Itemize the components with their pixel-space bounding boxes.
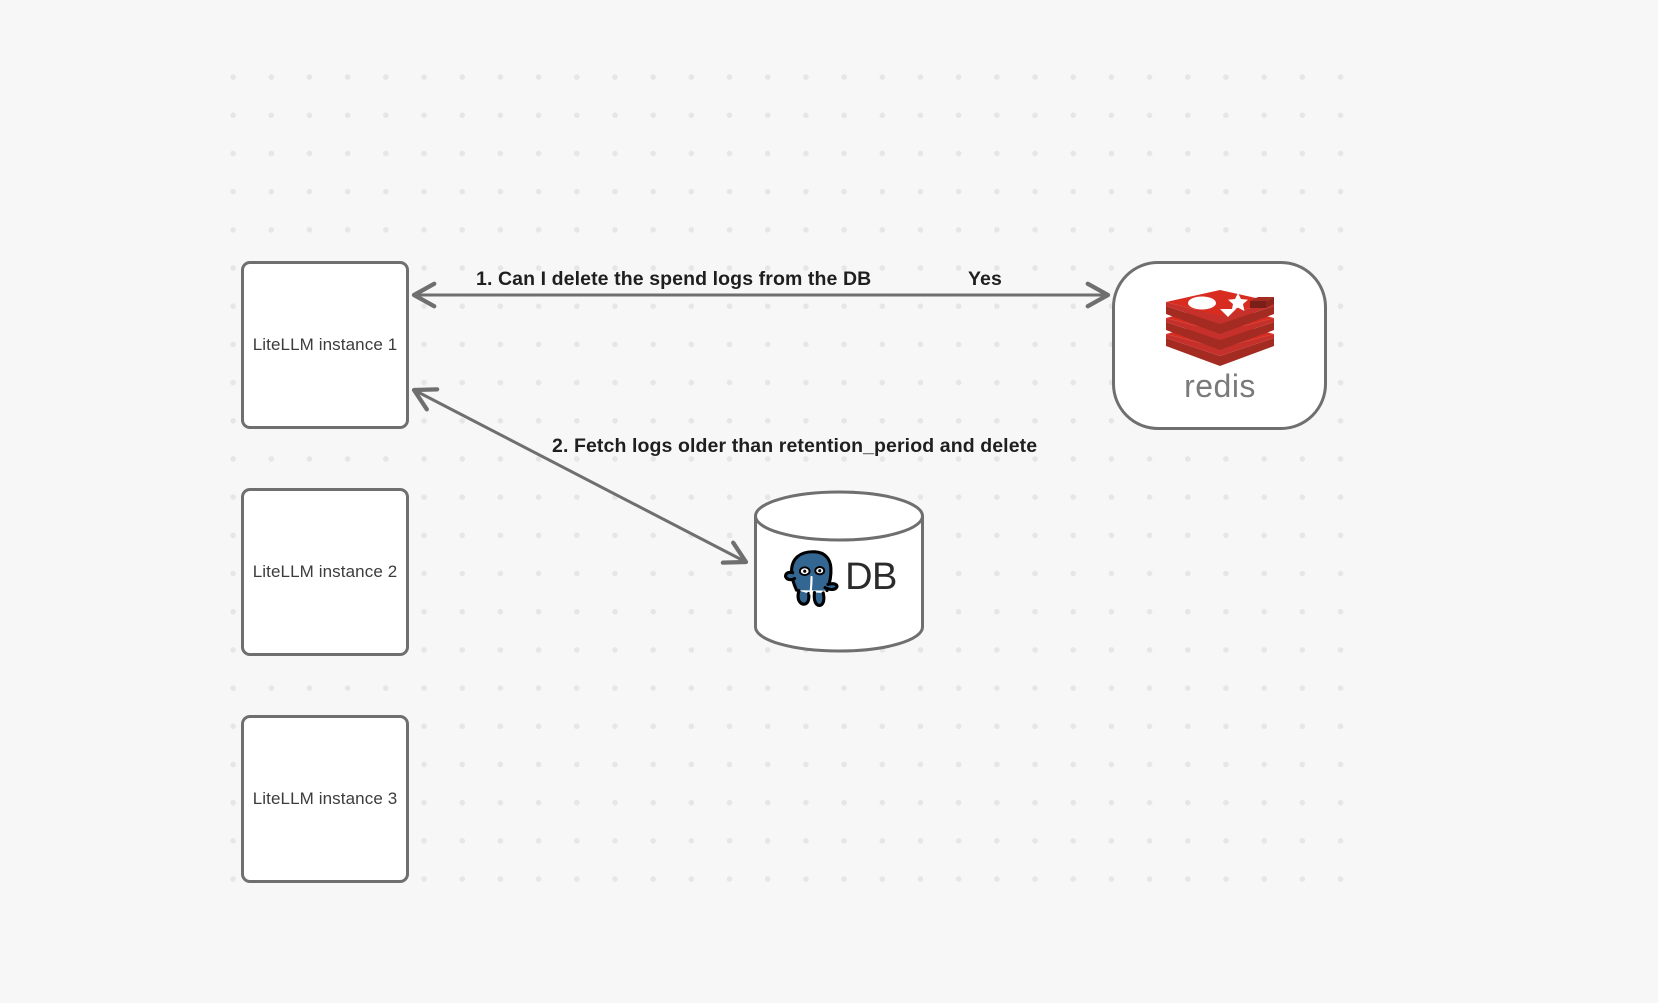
- edge-instance1-db: [411, 387, 749, 565]
- node-label: LiteLLM instance 1: [252, 335, 398, 354]
- node-litellm-instance-1[interactable]: LiteLLM instance 1: [241, 261, 409, 429]
- node-litellm-instance-2[interactable]: LiteLLM instance 2: [241, 488, 409, 656]
- node-label: LiteLLM instance 2: [252, 562, 398, 581]
- node-litellm-instance-3[interactable]: LiteLLM instance 3: [241, 715, 409, 883]
- node-database[interactable]: DB: [753, 490, 925, 653]
- node-redis[interactable]: redis: [1112, 261, 1327, 430]
- edge-label-step-1: 1. Can I delete the spend logs from the …: [476, 268, 872, 290]
- redis-logo-icon: redis: [1165, 289, 1274, 402]
- svg-text:redis: redis: [1184, 368, 1256, 402]
- node-label: LiteLLM instance 3: [252, 789, 398, 808]
- edge-label-step-1-response: Yes: [968, 268, 1002, 290]
- cylinder-shape: [754, 490, 924, 653]
- db-logo-and-label: DB: [753, 532, 925, 622]
- edge-label-step-2: 2. Fetch logs older than retention_perio…: [552, 435, 1038, 457]
- db-label: DB: [845, 556, 897, 598]
- postgresql-elephant-icon: [784, 550, 839, 607]
